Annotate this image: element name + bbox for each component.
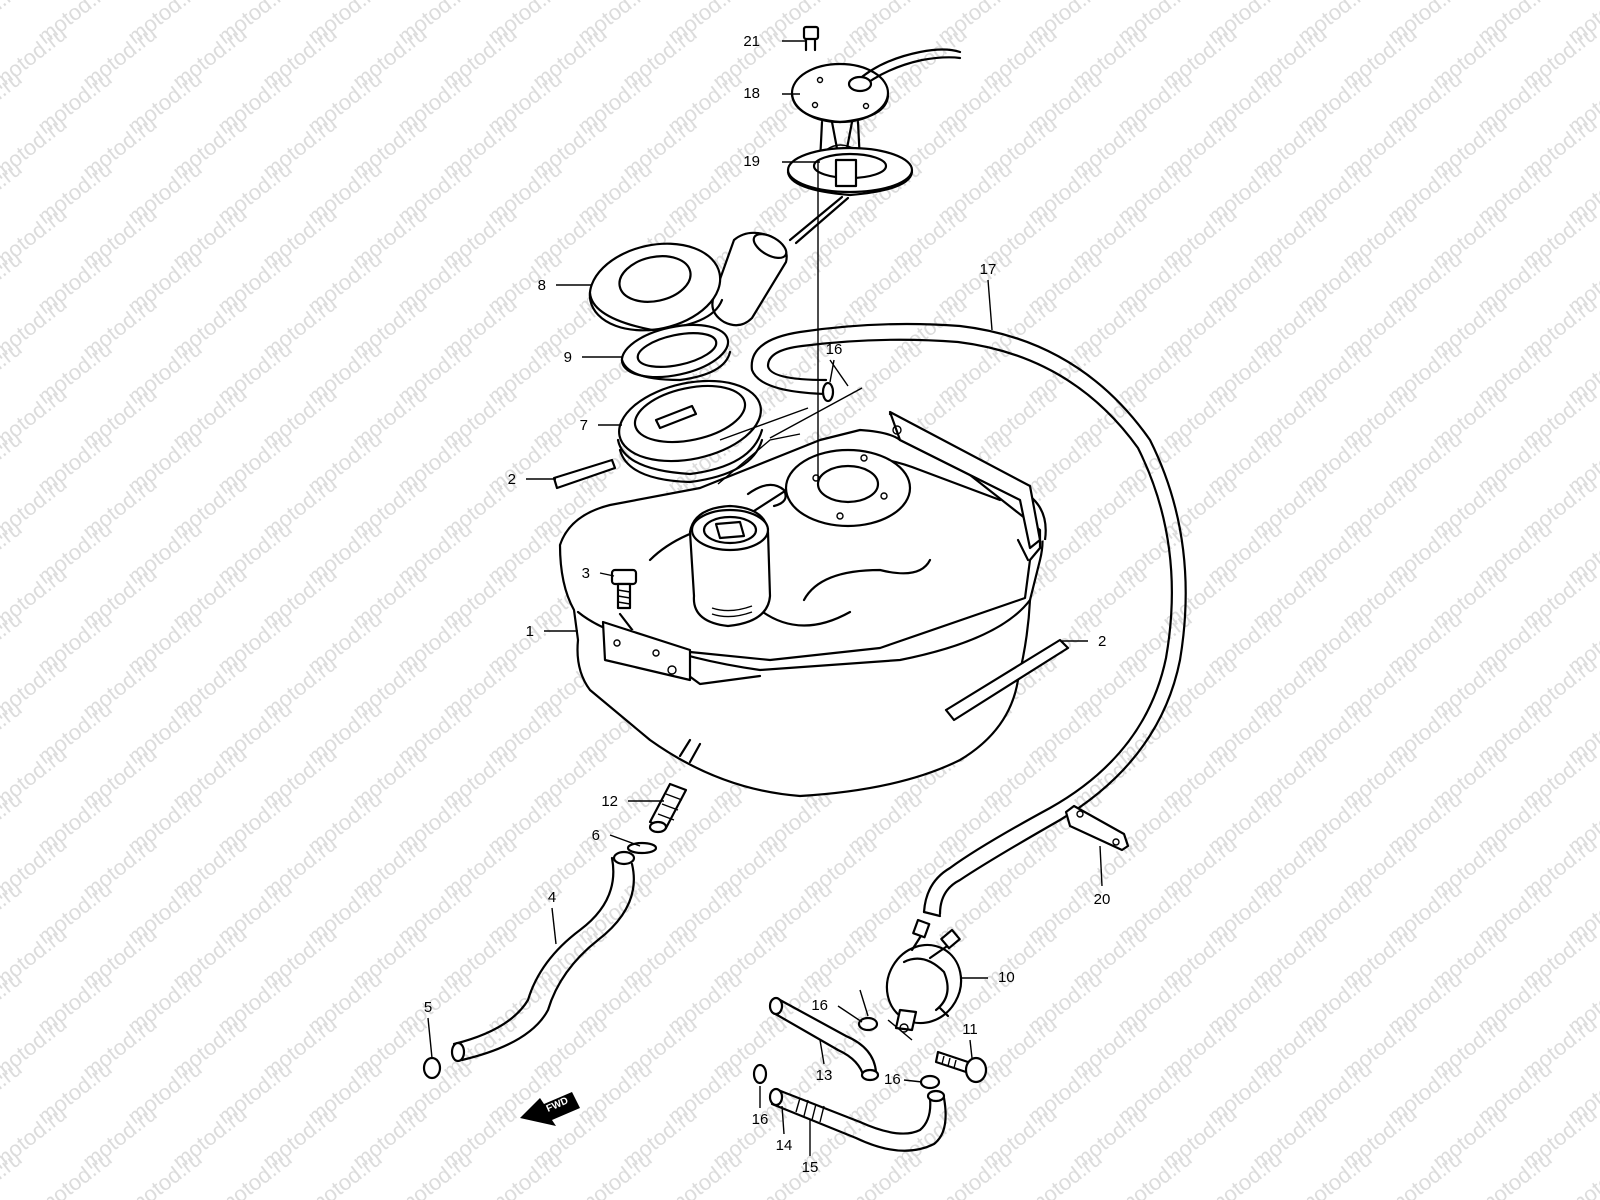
callout-leader-line [609, 834, 641, 847]
part-number-callout: 17 [980, 261, 997, 278]
part-number-callout: 9 [564, 349, 572, 366]
connector-line [887, 1019, 913, 1041]
watermark-text: motod.ru [213, 1146, 297, 1200]
connector-line [859, 989, 869, 1017]
part-number-callout: 10 [998, 969, 1015, 986]
rubber-strip-right [944, 638, 1070, 722]
part-number-callout: 3 [582, 565, 590, 582]
hose-clip-right [919, 1074, 941, 1090]
callout-leader-line [987, 279, 993, 331]
watermark-text: motod.ru [1113, 1146, 1197, 1200]
hose-clip-top [821, 381, 835, 403]
watermark-text: motod.ru [1473, 1146, 1557, 1200]
fuel-hose [450, 850, 636, 1063]
callout-leader-line [551, 907, 557, 945]
watermark-text: motod.ru [303, 1146, 387, 1200]
filler-seal [616, 379, 764, 484]
hose-clip-mid [857, 1016, 879, 1032]
watermark-text: motod.ru [1383, 1146, 1467, 1200]
part-number-callout: 11 [962, 1021, 978, 1038]
filler-ring [620, 323, 732, 382]
valve-screw [934, 1050, 988, 1084]
fuel-tank [558, 387, 1047, 798]
part-number-callout: 2 [1098, 633, 1106, 650]
watermark-text: motod.ru [123, 1146, 207, 1200]
part-number-callout: 1 [526, 623, 534, 640]
part-number-callout: 12 [601, 793, 618, 810]
watermark-text: motod.ru [933, 1146, 1017, 1200]
watermark-text: motod.ru [1023, 1146, 1107, 1200]
watermark-text: motod.ru [393, 1146, 477, 1200]
hose-clamp-5 [422, 1056, 442, 1080]
callout-leader-line [599, 572, 615, 577]
callout-leader-line [1099, 845, 1103, 887]
watermark-text: motod.ru [483, 1146, 567, 1200]
callout-leader-line [969, 1039, 973, 1059]
watermark-text: motod.ru [1203, 1146, 1287, 1200]
gauge-float [711, 195, 850, 327]
callout-leader-line [903, 1079, 923, 1083]
filler-cap [588, 242, 724, 332]
part-number-callout: 4 [548, 889, 556, 906]
part-number-callout: 5 [424, 999, 432, 1016]
part-number-callout: 19 [743, 153, 760, 170]
part-number-callout: 16 [884, 1071, 901, 1088]
part-number-callout: 13 [816, 1067, 833, 1084]
tank-bolt [610, 568, 638, 610]
part-number-callout: 6 [592, 827, 600, 844]
fuel-outlet-hose [768, 1087, 947, 1152]
callout-leader-line [781, 1105, 785, 1135]
part-number-callout: 2 [508, 471, 516, 488]
watermark-text: motod.ru [1293, 1146, 1377, 1200]
gauge-gasket [786, 146, 914, 197]
rubber-strip-left [552, 458, 617, 490]
watermark-text: motod.ru [0, 0, 26, 49]
part-number-callout: 20 [1094, 891, 1111, 908]
breather-hose [750, 322, 1187, 918]
vacuum-hose [768, 996, 880, 1082]
watermark-text: motod.ru [663, 1146, 747, 1200]
callout-leader-line [819, 1039, 825, 1065]
watermark-text: motod.ru [753, 1146, 837, 1200]
part-number-callout: 21 [743, 33, 760, 50]
watermark-text: motod.ru [843, 1146, 927, 1200]
part-number-callout: 15 [802, 1159, 819, 1176]
part-number-callout: 14 [776, 1137, 793, 1154]
part-number-callout: 7 [580, 417, 588, 434]
mounting-bracket [1064, 804, 1130, 852]
hose-clamp-6 [626, 841, 658, 855]
watermark-text: motod.ru [573, 1146, 657, 1200]
fuel-joint [648, 782, 688, 834]
fuel-valve [885, 918, 963, 1033]
callout-leader-line [837, 1005, 863, 1023]
hose-clip-left [752, 1063, 768, 1085]
part-number-callout: 16 [826, 341, 843, 358]
callout-leader-line [427, 1017, 433, 1059]
part-number-callout: 16 [811, 997, 828, 1014]
fuel-gauge-unit [790, 25, 962, 177]
part-number-callout: 18 [743, 85, 760, 102]
watermark-text: motod.ru [1563, 1146, 1600, 1200]
part-number-callout: 16 [752, 1111, 769, 1128]
watermark-text: motod.ru [33, 1146, 117, 1200]
part-number-callout: 8 [538, 277, 546, 294]
callout-leader-line [829, 359, 835, 383]
